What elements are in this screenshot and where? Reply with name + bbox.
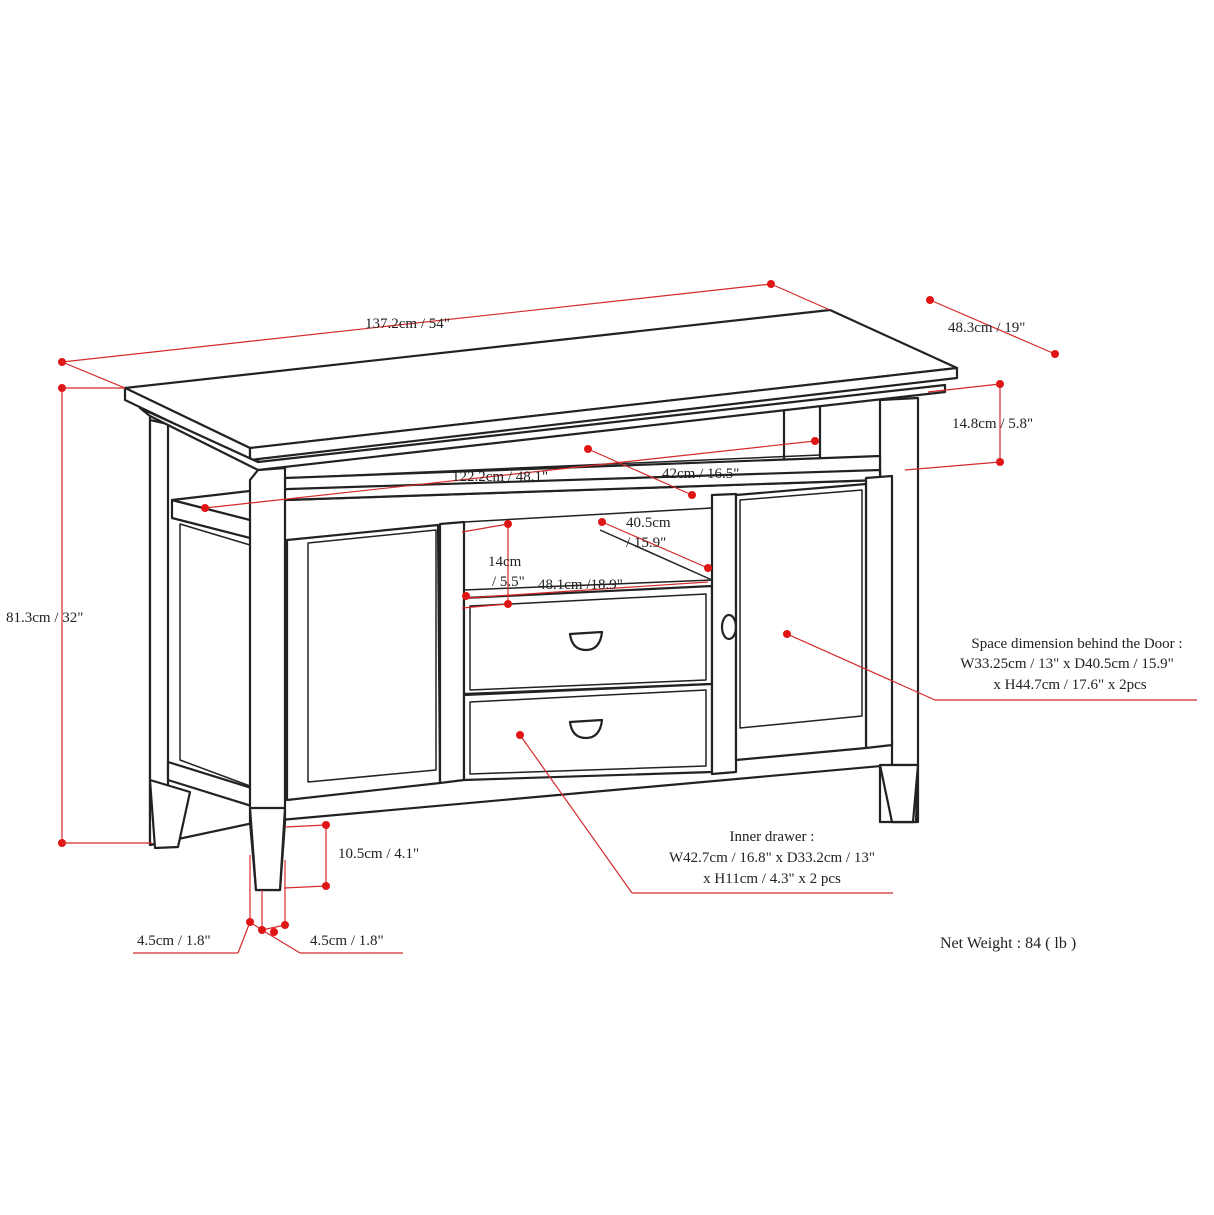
- shelf-height-label-2: / 5.5": [492, 574, 525, 590]
- door-space-note: Space dimension behind the Door : W33.25…: [960, 636, 1182, 693]
- shelf-height-label-1: 14cm: [488, 554, 522, 570]
- top-thickness-label: 14.8cm / 5.8": [952, 416, 1033, 432]
- leg-left-label: 4.5cm / 1.8": [137, 933, 211, 949]
- overall-height-label: 81.3cm / 32": [6, 610, 83, 626]
- dimension-lines: [58, 280, 1197, 954]
- left-door[interactable]: [285, 523, 442, 802]
- upper-drawer[interactable]: [462, 584, 714, 696]
- net-weight-label: Net Weight : 84 ( lb ): [940, 935, 1076, 952]
- shelf-depth-label-2: / 15.9": [626, 535, 666, 551]
- tv-stand-drawing: [123, 308, 959, 892]
- dimension-labels: 137.2cm / 54" 48.3cm / 19" 81.3cm / 32" …: [6, 316, 1033, 949]
- shelf-width-label: 48.1cm /18.9": [538, 577, 623, 593]
- inner-depth-label: 42cm / 16.5": [662, 466, 739, 482]
- door-space-line-2: W33.25cm / 13" x D40.5cm / 15.9": [960, 656, 1173, 672]
- lower-drawer[interactable]: [462, 682, 714, 782]
- lower-drawer-handle-icon[interactable]: [568, 718, 604, 740]
- overall-depth-label: 48.3cm / 19": [948, 320, 1025, 336]
- right-door-knob[interactable]: [720, 613, 738, 641]
- inner-drawer-note: Inner drawer : W42.7cm / 16.8" x D33.2cm…: [669, 829, 875, 887]
- overall-width-label: 137.2cm / 54": [365, 316, 450, 332]
- inner-width-label: 122.2cm / 48.1": [452, 469, 548, 485]
- leg-right-label: 4.5cm / 1.8": [310, 933, 384, 949]
- upper-drawer-handle-icon[interactable]: [568, 630, 604, 652]
- door-space-line-3: x H44.7cm / 17.6" x 2pcs: [993, 677, 1146, 693]
- inner-drawer-line-2: W42.7cm / 16.8" x D33.2cm / 13": [669, 850, 875, 866]
- door-space-line-1: Space dimension behind the Door :: [971, 636, 1182, 652]
- right-door[interactable]: [734, 482, 868, 762]
- inner-drawer-line-3: x H11cm / 4.3" x 2 pcs: [703, 871, 841, 887]
- inner-drawer-line-1: Inner drawer :: [730, 829, 815, 845]
- shelf-depth-label-1: 40.5cm: [626, 515, 671, 531]
- ground-clearance-label: 10.5cm / 4.1": [338, 846, 419, 862]
